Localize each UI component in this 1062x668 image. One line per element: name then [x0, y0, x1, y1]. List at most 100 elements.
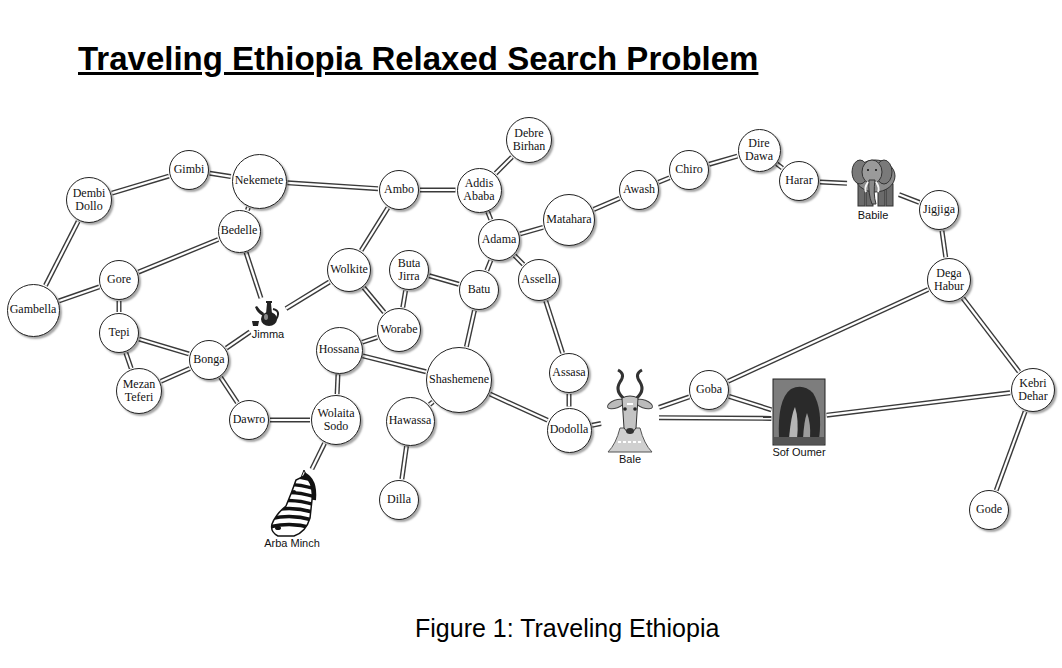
pot-shine	[264, 314, 268, 320]
zebra-stripe	[266, 516, 318, 522]
road-connector	[899, 195, 919, 203]
road-outline	[117, 301, 122, 312]
nyala-chest-mark	[618, 441, 642, 443]
road-outline	[659, 415, 771, 421]
zebra-stripe	[266, 508, 318, 514]
city-name: Ambo	[384, 183, 414, 196]
zebra-icon	[266, 470, 318, 536]
road-fill	[336, 374, 339, 394]
road-connector	[520, 227, 543, 234]
city-node: Bonga	[189, 340, 229, 380]
nyala-face-mark	[627, 403, 633, 405]
road-fill	[466, 311, 474, 347]
zebra-nostril	[275, 526, 281, 530]
city-node: Buta Jirra	[389, 250, 429, 290]
road-fill	[362, 337, 377, 342]
road-outline	[226, 332, 250, 348]
elephant-tusk	[876, 182, 879, 192]
road-fill	[363, 356, 426, 372]
antelope-icon	[602, 370, 658, 452]
road-connector	[161, 369, 190, 382]
elephant-tusk	[865, 182, 868, 192]
city-name: Bedelle	[221, 224, 258, 237]
road-connector	[729, 396, 771, 409]
city-node: Ambo	[379, 170, 419, 210]
road-connector	[363, 356, 426, 372]
road-outline	[312, 443, 325, 469]
zebra-stripe	[266, 492, 318, 498]
zebra-stripe	[266, 484, 318, 490]
road-outline	[420, 188, 456, 193]
city-node: Adama	[478, 219, 520, 261]
road-connector	[496, 157, 512, 173]
road-connector	[659, 417, 771, 419]
road-fill	[520, 227, 543, 234]
road-connector	[728, 290, 928, 382]
city-name: Wolaita Sodo	[317, 407, 354, 433]
road-outline	[161, 369, 190, 382]
city-node: Assella	[518, 259, 560, 301]
city-name: Hawassa	[389, 414, 432, 427]
city-name: Buta Jirra	[398, 257, 421, 283]
city-name: Jigjiga	[923, 203, 955, 216]
cave-floor	[774, 437, 824, 444]
road-connector	[466, 311, 474, 347]
city-name: Matahara	[546, 213, 591, 226]
road-outline	[361, 208, 388, 251]
zebra-eye	[292, 490, 296, 494]
road-outline	[139, 339, 189, 354]
city-name: Nekemete	[235, 174, 284, 187]
road-fill	[45, 221, 78, 285]
city-node: Harar	[779, 161, 819, 201]
road-outline	[488, 212, 491, 220]
elephant-trunk	[869, 180, 876, 204]
city-node: Gode	[969, 490, 1009, 530]
city-node: Hawassa	[386, 397, 435, 446]
road-connector	[287, 183, 378, 189]
road-outline	[820, 182, 847, 183]
road-outline	[247, 207, 248, 210]
road-fill	[899, 195, 919, 203]
city-name: Debre Birhan	[513, 127, 546, 153]
pot-body	[261, 312, 277, 326]
city-name: Kebri Dehar	[1018, 377, 1047, 403]
road-outline	[287, 183, 378, 189]
landmark-name: Jimma	[252, 328, 284, 340]
road-outline	[496, 157, 512, 173]
city-node: Dilla	[379, 480, 419, 520]
city-node: Dawro	[229, 400, 269, 440]
road-fill	[286, 282, 329, 309]
road-fill	[112, 176, 169, 193]
road-outline	[567, 394, 572, 407]
city-name: Assella	[521, 273, 556, 286]
city-node: Wolkite	[327, 248, 371, 292]
road-outline	[515, 256, 524, 265]
landmark-name: Bale	[619, 453, 641, 465]
pot-lid	[266, 301, 272, 303]
elephant-eye	[875, 169, 877, 171]
road-fill	[592, 423, 601, 425]
road-connector	[777, 164, 783, 168]
road-outline	[658, 178, 669, 182]
city-name: Batu	[468, 283, 491, 296]
city-name: Harar	[785, 174, 812, 187]
road-outline	[728, 290, 928, 382]
road-outline	[430, 402, 433, 405]
nyala-nose	[626, 428, 634, 434]
road-outline	[210, 173, 231, 176]
road-connector	[45, 221, 78, 285]
city-name: Worabe	[380, 323, 417, 336]
road-outline	[520, 227, 543, 234]
nyala-head	[622, 396, 638, 433]
city-name: Adama	[482, 233, 517, 246]
road-outline	[487, 260, 491, 270]
city-name: Mezan Teferi	[123, 378, 156, 404]
road-outline	[363, 356, 426, 372]
road-fill	[728, 290, 928, 382]
road-connector	[362, 337, 377, 342]
cave-pillar	[789, 407, 798, 439]
road-outline	[59, 287, 99, 301]
coffee-cup	[252, 321, 259, 326]
